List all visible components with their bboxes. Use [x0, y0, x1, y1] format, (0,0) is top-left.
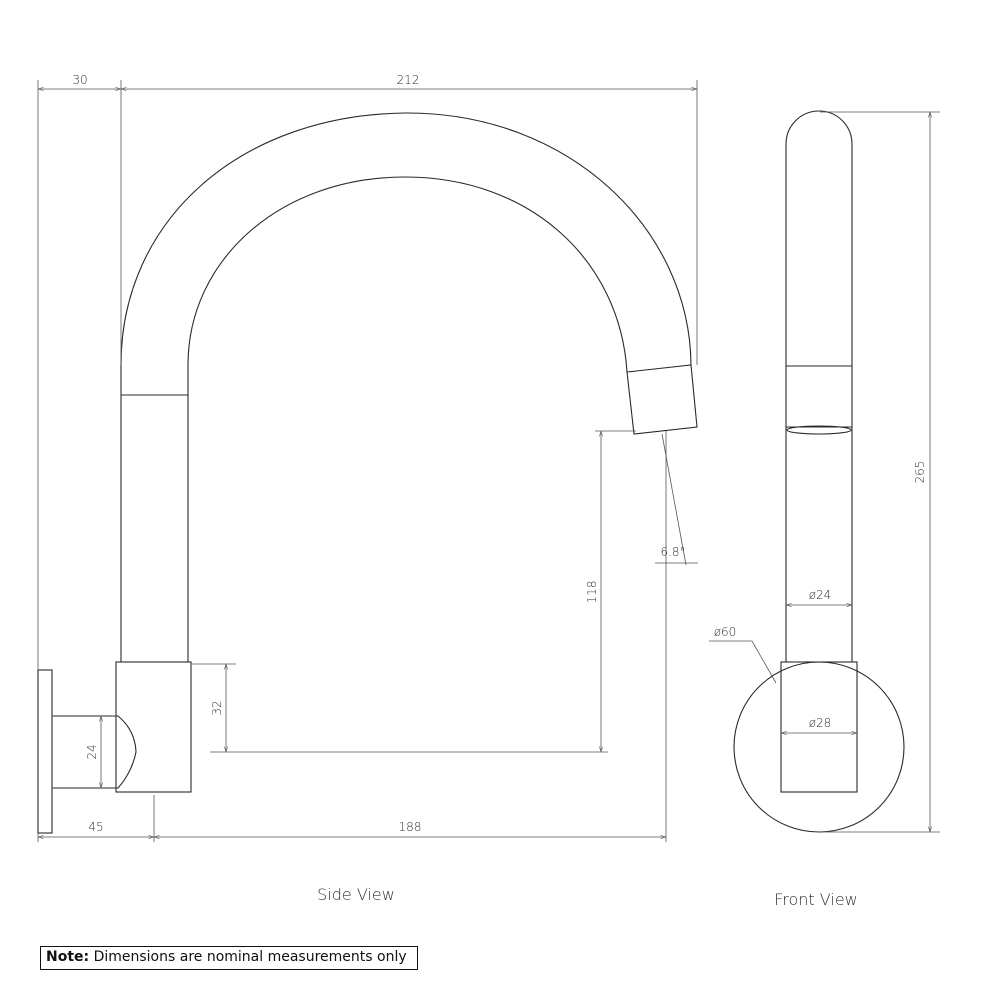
dim-label-30: 30 [72, 73, 87, 87]
flange-circle [733, 661, 905, 833]
front-view [709, 110, 940, 833]
dim-label-188: 188 [399, 820, 422, 834]
dim-label-24: 24 [85, 744, 99, 759]
front-body [780, 661, 858, 793]
backplate [37, 669, 53, 834]
dim-label-angle: 6.8° [660, 545, 685, 559]
dim-label-o60: ø60 [714, 625, 737, 639]
spout-column [785, 110, 853, 662]
dim-label-o24: ø24 [809, 588, 832, 602]
spout-outer-arc [120, 112, 692, 395]
dim-label-32: 32 [210, 700, 224, 715]
dim-label-265: 265 [913, 461, 927, 484]
front-view-title: Front View [774, 890, 858, 909]
dim-label-118: 118 [585, 581, 599, 604]
side-view [37, 80, 698, 842]
spout-inner-arc [187, 176, 628, 395]
note-box: Note: Dimensions are nominal measurement… [40, 946, 418, 970]
inlet-pipe [52, 715, 137, 789]
dim-label-o28: ø28 [809, 716, 832, 730]
dim-label-45: 45 [88, 820, 103, 834]
body-block [115, 661, 192, 793]
note-text: Dimensions are nominal measurements only [93, 949, 407, 965]
outlet-nozzle [626, 364, 698, 435]
note-label: Note: [46, 949, 90, 965]
dim-label-212: 212 [397, 73, 420, 87]
side-view-title: Side View [317, 885, 395, 904]
